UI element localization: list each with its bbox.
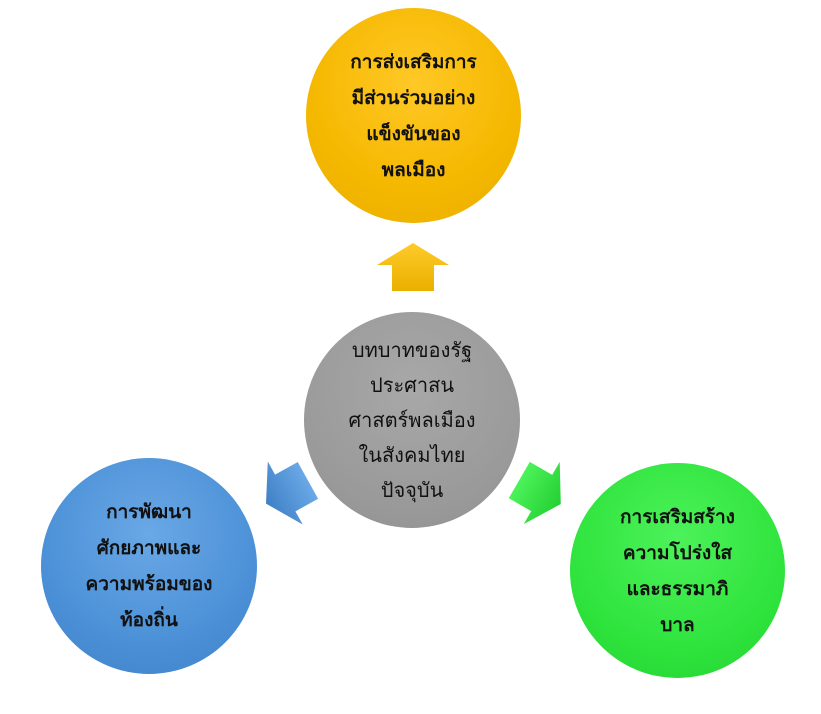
node-text-line: บาล: [660, 613, 695, 636]
node-text-line: ท้องถิ่น: [120, 609, 178, 631]
node-text-line: การเสริมสร้าง: [620, 505, 735, 528]
node-text-line: พลเมือง: [381, 158, 446, 181]
arrow-down-left-icon: [266, 461, 319, 525]
node-text-line: ความพร้อมของ: [85, 573, 213, 595]
node-text-line: ปัจจุบัน: [380, 477, 444, 502]
node-text-line: บทบาทของรัฐ: [351, 337, 473, 362]
node-text-line: และธรรมาภิ: [626, 577, 729, 600]
node-text-line: ความโปร่งใส: [622, 541, 733, 564]
node-text-line: การส่งเสริมการ: [350, 50, 477, 73]
node-text-line: ในสังคมไทย: [358, 442, 466, 467]
node-text-line: มีส่วนร่วมอย่าง: [351, 86, 476, 109]
node-text-line: ศาสตร์พลเมือง: [348, 407, 476, 432]
arrow-down-right-icon: [508, 461, 561, 525]
node-text-line: การพัฒนา: [106, 501, 192, 523]
node-text-line: ประศาสน: [370, 372, 454, 397]
arrow-up-icon: [377, 243, 449, 291]
node-transparency-governance: การเสริมสร้าง ความโปร่งใส และธรรมาภิ บาล: [570, 463, 785, 678]
node-central-role: บทบาทของรัฐ ประศาสน ศาสตร์พลเมือง ในสังค…: [304, 312, 520, 528]
node-local-development: การพัฒนา ศักยภาพและ ความพร้อมของ ท้องถิ่…: [41, 458, 257, 674]
node-citizen-participation: การส่งเสริมการ มีส่วนร่วมอย่าง แข็งขันขอ…: [306, 8, 521, 223]
node-text-line: ศักยภาพและ: [96, 537, 202, 559]
node-text-line: แข็งขันของ: [366, 122, 461, 145]
